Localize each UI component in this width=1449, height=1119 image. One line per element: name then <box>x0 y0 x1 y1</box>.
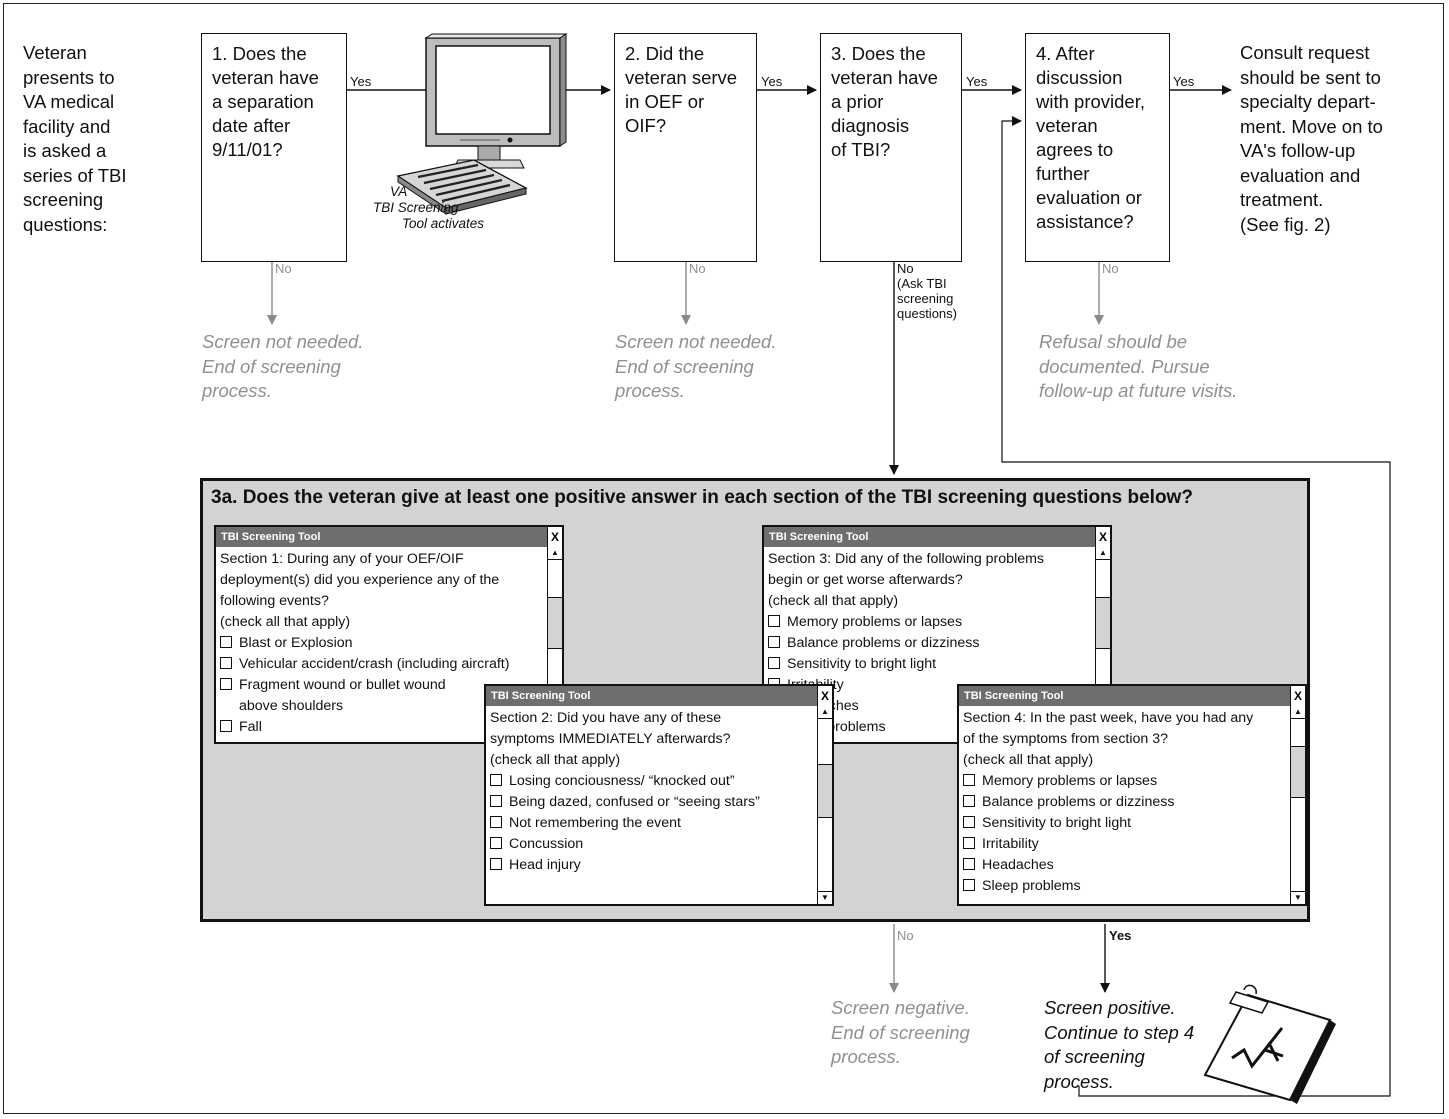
checkbox[interactable] <box>220 720 232 732</box>
checkbox-item: Being dazed, confused or “seeing stars” <box>490 792 816 813</box>
scroll-thumb[interactable] <box>1096 597 1110 649</box>
checkbox[interactable] <box>220 657 232 669</box>
scroll-thumb[interactable] <box>1291 746 1305 798</box>
checkbox-item: Memory problems or lapses <box>963 771 1289 792</box>
clipboard-check-icon <box>1203 984 1336 1104</box>
no-label-2: No <box>689 261 706 276</box>
no-label-3a: No <box>897 928 914 943</box>
checkbox[interactable] <box>963 816 975 828</box>
checkbox-item: Balance problems or dizziness <box>768 633 1094 654</box>
window-titlebar: TBI Screening Tool <box>486 686 832 706</box>
checkbox[interactable] <box>768 657 780 669</box>
loop-back-connector <box>1001 116 1391 1097</box>
scrollbar[interactable]: ▲ ▼ <box>817 706 832 904</box>
close-button[interactable]: X <box>547 527 562 547</box>
no-label-4: No <box>1102 261 1119 276</box>
scrollbar[interactable]: ▲ ▼ <box>1290 706 1305 904</box>
yes-label-3a: Yes <box>1109 928 1132 943</box>
scroll-thumb[interactable] <box>818 764 832 818</box>
yes-label-1: Yes <box>350 74 372 89</box>
screening-window-section-1: TBI Screening Tool X ▲ Section 1: During… <box>214 525 564 744</box>
checkbox-item: Vehicular accident/crash (including airc… <box>220 654 546 675</box>
checkbox[interactable] <box>963 795 975 807</box>
checkbox[interactable] <box>963 837 975 849</box>
checkbox-item: Head injury <box>490 855 816 876</box>
figure-frame <box>3 3 1444 1114</box>
checkbox-item: Not remembering the event <box>490 813 816 834</box>
checkbox[interactable] <box>220 678 232 690</box>
checkbox[interactable] <box>768 636 780 648</box>
checkbox-item: Headaches <box>963 855 1289 876</box>
checkbox[interactable] <box>490 858 502 870</box>
window-titlebar: TBI Screening Tool <box>959 686 1305 706</box>
checkbox-item: Irritability <box>963 834 1289 855</box>
close-button[interactable]: X <box>817 686 832 706</box>
no-label-1: No <box>275 261 292 276</box>
yes-label-2: Yes <box>761 74 783 89</box>
checkbox-item: Sensitivity to bright light <box>963 813 1289 834</box>
scroll-down-icon[interactable]: ▼ <box>1291 891 1305 904</box>
panel-title: 3a. Does the veteran give at least one p… <box>211 487 1193 508</box>
close-button[interactable]: X <box>1095 527 1110 547</box>
checkbox[interactable] <box>768 615 780 627</box>
checkbox-item: Losing conciousness/ “knocked out” <box>490 771 816 792</box>
scroll-up-icon[interactable]: ▲ <box>818 706 832 719</box>
yes-label-4: Yes <box>1173 74 1195 89</box>
checkbox[interactable] <box>490 774 502 786</box>
scroll-thumb[interactable] <box>548 597 562 649</box>
checkbox-item: Fragment wound or bullet wound <box>220 675 546 696</box>
screening-window-section-2: TBI Screening Tool X ▲ ▼ Section 2: Did … <box>484 684 834 906</box>
computer-caption: VA TBI Screening Tool activates <box>373 184 485 231</box>
checkbox-item: Blast or Explosion <box>220 633 546 654</box>
checkbox-item: Concussion <box>490 834 816 855</box>
checkbox[interactable] <box>490 816 502 828</box>
computer-icon <box>396 33 568 215</box>
checkbox[interactable] <box>963 879 975 891</box>
scroll-up-icon[interactable]: ▲ <box>1096 547 1110 560</box>
checkbox-item: Sleep problems <box>963 876 1289 897</box>
checkbox[interactable] <box>963 858 975 870</box>
checkbox-item: Fall <box>220 717 546 738</box>
screening-window-section-4: TBI Screening Tool X ▲ ▼ Section 4: In t… <box>957 684 1307 906</box>
close-button[interactable]: X <box>1290 686 1305 706</box>
checkbox-item: Sensitivity to bright light <box>768 654 1094 675</box>
window-titlebar: TBI Screening Tool <box>764 527 1110 547</box>
checkbox[interactable] <box>490 795 502 807</box>
checkbox[interactable] <box>220 636 232 648</box>
checkbox[interactable] <box>490 837 502 849</box>
yes-label-3: Yes <box>966 74 988 89</box>
checkbox-item: Memory problems or lapses <box>768 612 1094 633</box>
checkbox[interactable] <box>963 774 975 786</box>
window-titlebar: TBI Screening Tool <box>216 527 562 547</box>
scroll-up-icon[interactable]: ▲ <box>1291 706 1305 719</box>
scroll-down-icon[interactable]: ▼ <box>818 891 832 904</box>
checkbox-item: Balance problems or dizziness <box>963 792 1289 813</box>
scroll-up-icon[interactable]: ▲ <box>548 547 562 560</box>
